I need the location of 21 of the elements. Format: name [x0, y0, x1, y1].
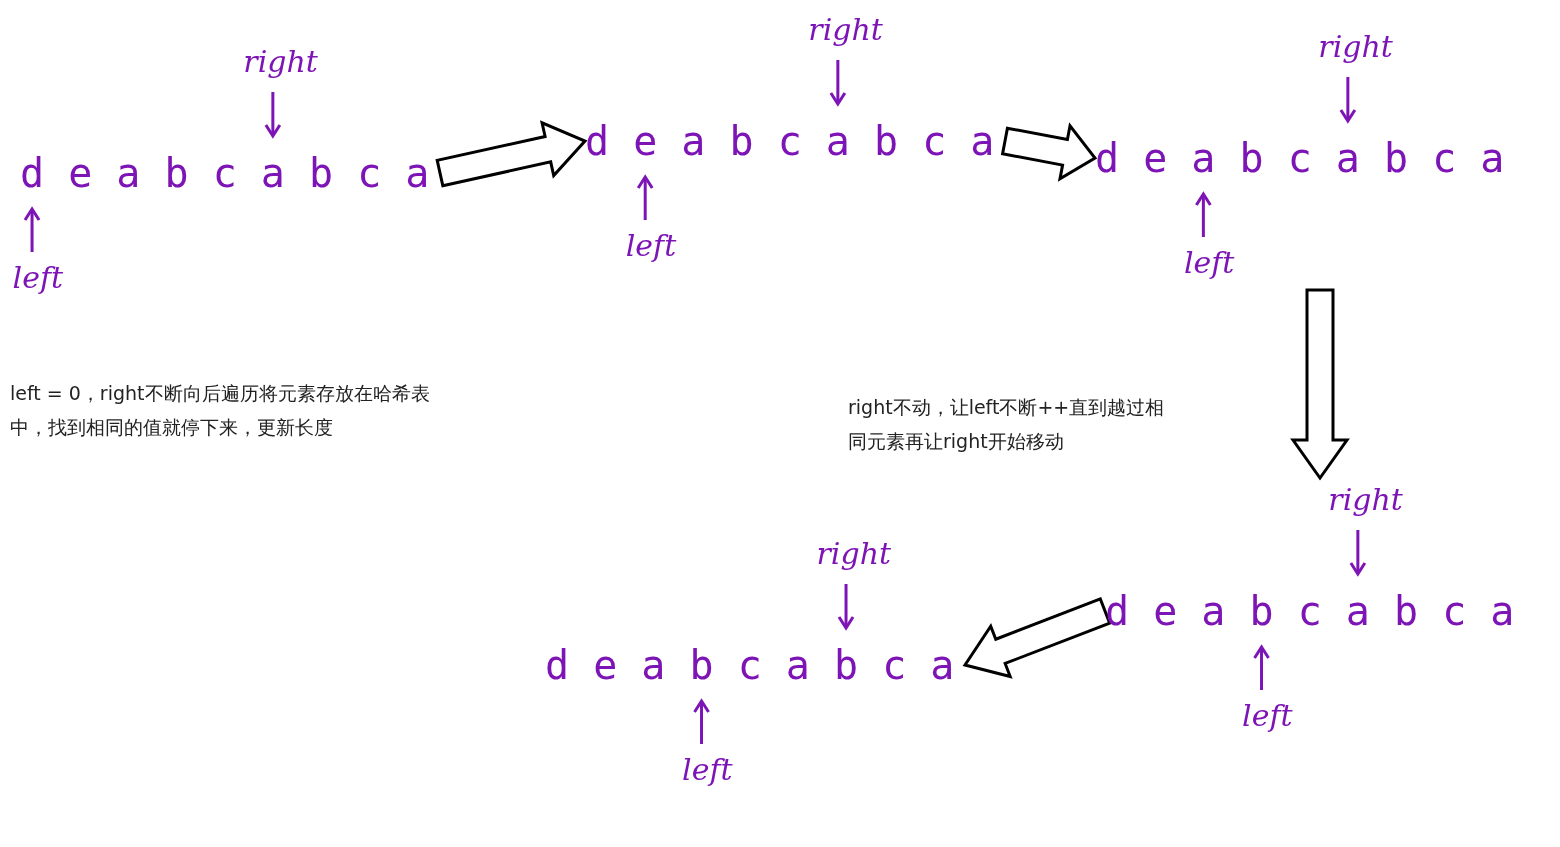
pointer-label: left	[12, 259, 64, 297]
explanation-text: right不动，让left不断++直到越过相同元素再让right开始移动	[848, 395, 1166, 454]
block-arrow	[962, 596, 1112, 679]
pointer-label: left	[1183, 244, 1235, 282]
pointer-label: right	[808, 11, 883, 49]
pointer-label: left	[1242, 697, 1293, 735]
pointer-label: right	[1328, 481, 1403, 519]
pointer-label: right	[243, 43, 318, 81]
pointer-label: left	[625, 227, 677, 265]
block-arrow	[1290, 288, 1350, 481]
pointer-label: right	[1318, 28, 1393, 66]
letter-sequence: d e a b c a b c a	[585, 117, 995, 166]
letter-sequence: d e a b c a b c a	[545, 641, 955, 690]
block-arrow	[1000, 122, 1098, 182]
letter-sequence: d e a b c a b c a	[1095, 134, 1505, 183]
pointer-label: right	[816, 535, 892, 573]
pointer-label: left	[682, 751, 733, 789]
letter-sequence: d e a b c a b c a	[20, 149, 430, 198]
block-arrow	[435, 120, 588, 188]
letter-sequence: d e a b c a b c a	[1105, 587, 1515, 636]
explanation-text: left = 0，right不断向后遍历将元素存放在哈希表中，找到相同的值就停下来，更新长度	[10, 381, 431, 440]
